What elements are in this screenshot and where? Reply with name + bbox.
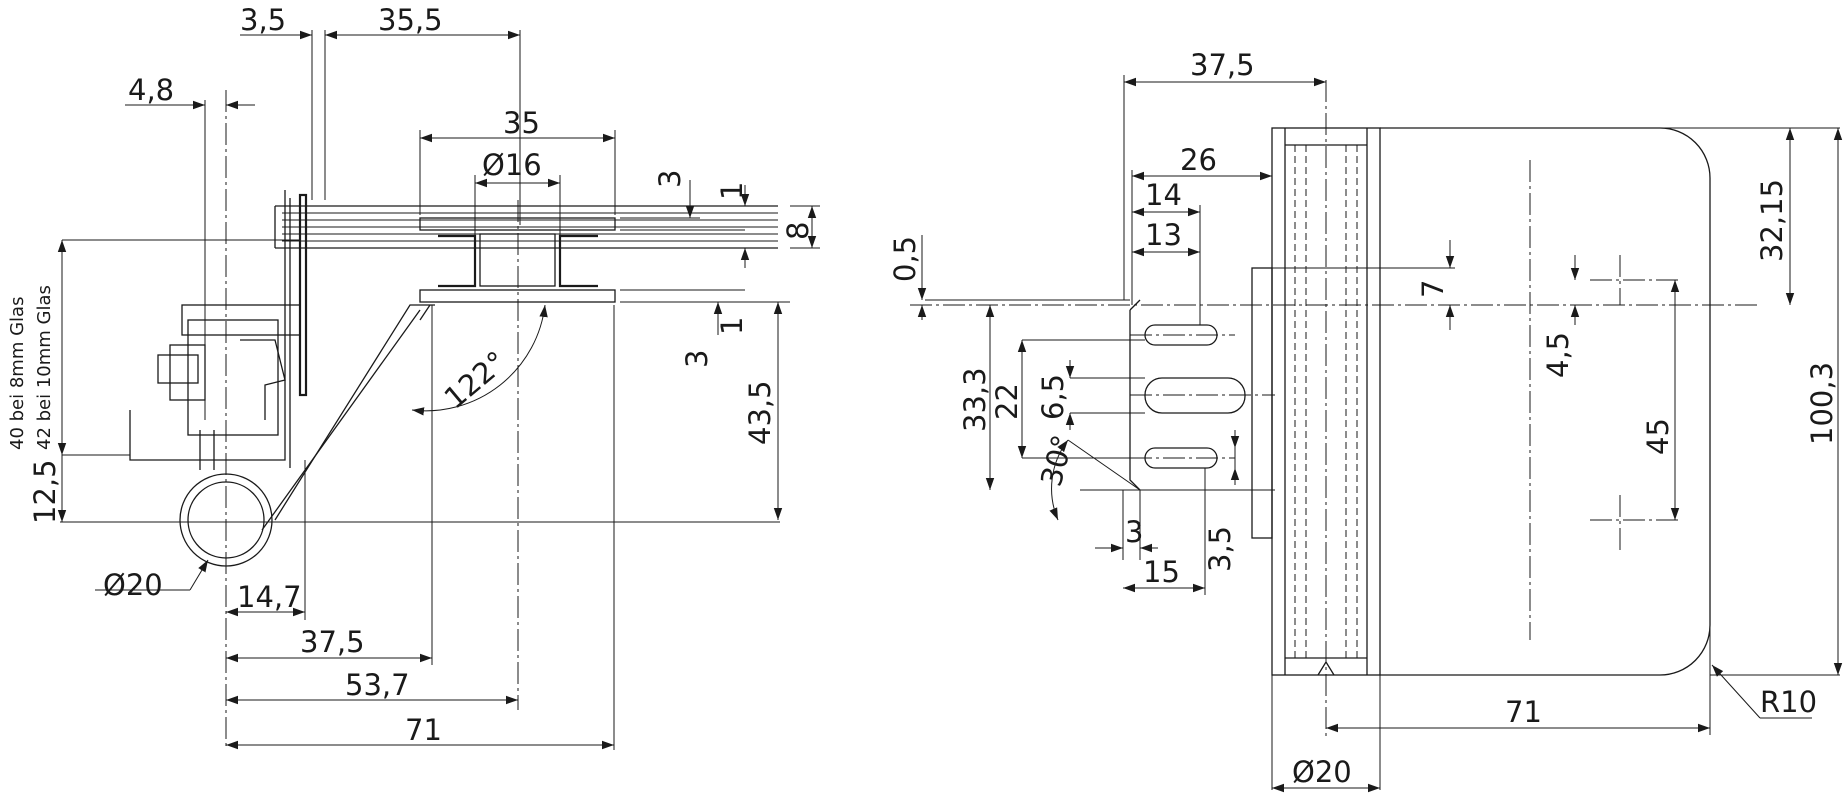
dim-32-15-r: 32,15	[1755, 179, 1789, 262]
dim-15-r: 15	[1143, 555, 1180, 589]
dim-100-3-r: 100,3	[1805, 362, 1839, 445]
dim-3-5-r: 3,5	[1203, 526, 1237, 572]
dim-3-5-top: 3,5	[240, 3, 286, 37]
dim-diameter-20-r: Ø20	[1292, 755, 1352, 789]
dim-71: 71	[405, 713, 442, 747]
dim-1-a: 1	[715, 182, 749, 200]
glass-panel	[274, 205, 778, 249]
dim-35-5: 35,5	[378, 3, 443, 37]
dim-45-r: 45	[1641, 418, 1675, 455]
wall-bracket	[129, 190, 308, 470]
dim-0-5-r: 0,5	[888, 236, 922, 282]
dim-3-b: 3	[680, 350, 714, 368]
right-view: 37,5 26 14 13 0,5 7 33,3 22 6,5 30° 3 15…	[888, 48, 1843, 793]
right-dimensions	[917, 75, 1843, 793]
dim-1-b: 1	[715, 317, 749, 335]
dim-3-a: 3	[653, 170, 687, 188]
dim-6-5-r: 6,5	[1036, 374, 1070, 420]
clamp-plates	[419, 200, 616, 710]
left-dimensions	[57, 30, 820, 750]
dim-71-r: 71	[1505, 695, 1542, 729]
dim-14-r: 14	[1145, 178, 1182, 212]
dim-14-7: 14,7	[237, 580, 302, 614]
angle-30-r: 30°	[1034, 431, 1080, 489]
wall-plate	[1251, 127, 1711, 676]
dim-13-r: 13	[1145, 218, 1182, 252]
dim-4-8: 4,8	[128, 73, 174, 107]
angle-122: 122°	[438, 344, 513, 415]
left-view: 3,5 35,5 4,8 35 Ø16 3 1 8 1 3 43,5 122° …	[7, 3, 820, 750]
dim-12-5: 12,5	[28, 459, 62, 524]
dim-3-r: 3	[1125, 515, 1143, 549]
dim-4-5-r: 4,5	[1541, 332, 1575, 378]
dim-37-5-r: 37,5	[1190, 48, 1255, 82]
dim-53-7: 53,7	[345, 668, 410, 702]
dim-33-3-r: 33,3	[958, 367, 992, 432]
dim-7-r: 7	[1416, 280, 1450, 298]
dim-22-r: 22	[990, 383, 1024, 420]
dim-26-r: 26	[1180, 143, 1217, 177]
dim-diameter-16: Ø16	[482, 148, 542, 182]
dim-35: 35	[503, 106, 540, 140]
note-glass-10mm: 42 bei 10mm Glas	[34, 285, 55, 450]
dim-43-5: 43,5	[743, 380, 777, 445]
clamp-block	[910, 299, 1760, 491]
hinge-barrel	[1271, 80, 1381, 740]
dim-diameter-20: Ø20	[103, 568, 163, 602]
radius-10-r: R10	[1760, 685, 1817, 719]
dim-8: 8	[781, 222, 815, 240]
dim-37-5: 37,5	[300, 625, 365, 659]
note-glass-8mm: 40 bei 8mm Glas	[7, 297, 28, 450]
